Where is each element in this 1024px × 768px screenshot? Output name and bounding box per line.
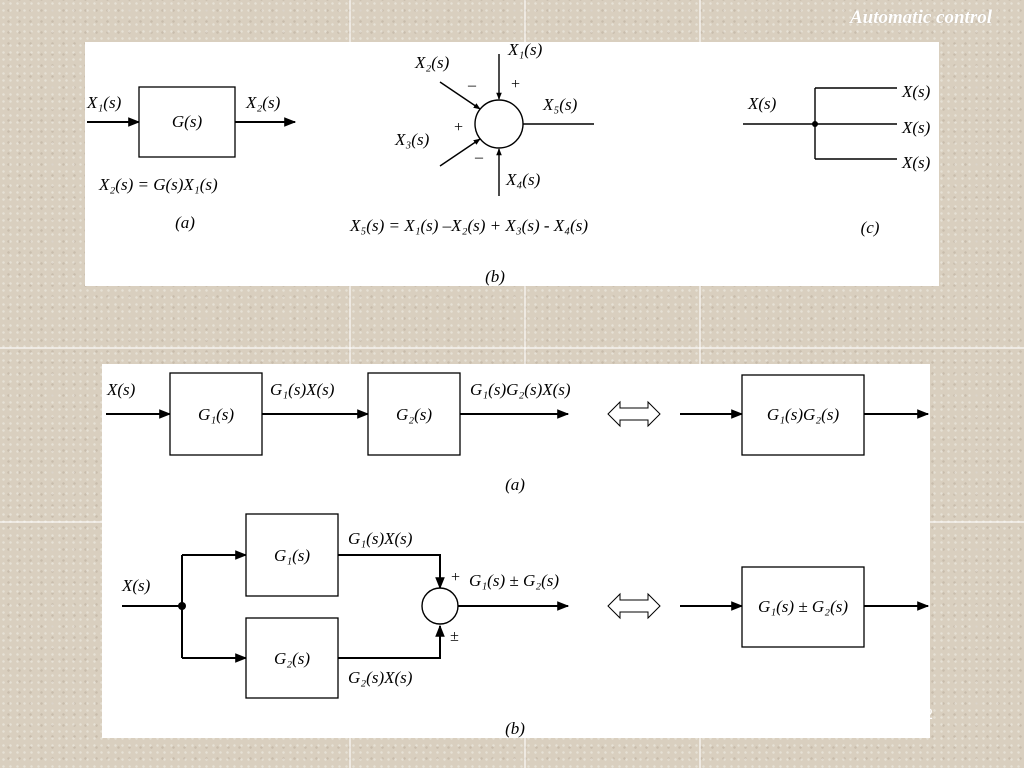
bottom-diagram-panel: X(s) G₁(s) G₁(s)X(s) G₂(s) G₁(s)G₂(s)X(s… — [102, 364, 930, 738]
parallel-equivalent-block — [741, 566, 865, 648]
series-block-2 — [367, 372, 461, 456]
top-diagram-svg: X₁(s) G(s) X₂(s) X₂(s) = G(s)X₁(s) (a) X… — [86, 42, 931, 286]
series-output-label: G₁(s)G₂(s)X(s) — [470, 380, 571, 399]
background-gridline — [0, 347, 1024, 349]
figure-c-branch-point: X(s) X(s) X(s) X(s) (c) — [743, 82, 931, 237]
lower-left-input-label: X₃(s) — [394, 130, 430, 149]
series-equivalent-label: G₁(s)G₂(s) — [767, 405, 840, 424]
caption-bottom-b: (b) — [505, 719, 525, 738]
parallel-block-1-label: G₁(s) — [274, 546, 310, 565]
parallel-sign-lower: ± — [450, 628, 459, 645]
figure-a-block-diagram: X₁(s) G(s) X₂(s) X₂(s) = G(s)X₁(s) (a) — [86, 86, 297, 232]
parallel-output-label: G₁(s) ± G₂(s) — [469, 571, 559, 590]
transfer-block — [138, 86, 236, 158]
top-diagram-panel: X₁(s) G(s) X₂(s) X₂(s) = G(s)X₁(s) (a) X… — [85, 42, 939, 286]
figure-a-series: X(s) G₁(s) G₁(s)X(s) G₂(s) G₁(s)G₂(s)X(s… — [106, 372, 930, 494]
lower-left-input-arrow — [439, 138, 481, 167]
branch-input-label: X(s) — [747, 94, 777, 113]
caption-b: (b) — [485, 267, 505, 286]
sign-lower-left: + — [453, 119, 464, 136]
block-equation: X₂(s) = G(s)X₁(s) — [98, 175, 218, 194]
parallel-upper-to-sum — [338, 554, 445, 590]
parallel-input-label: X(s) — [121, 576, 151, 595]
header-title: Automatic control — [850, 7, 992, 28]
summing-circle — [474, 99, 524, 149]
figure-b-parallel: X(s) G₁(s) G₂(s) G₁(s)X(s) G₂(s)X(s) + ±… — [121, 513, 930, 738]
bottom-diagram-svg: X(s) G₁(s) G₁(s)X(s) G₂(s) G₁(s)G₂(s)X(s… — [106, 372, 930, 738]
sum-equation: X₅(s) = X₁(s) –X₂(s) + X₃(s) - X₄(s) — [349, 216, 588, 235]
bottom-input-label: X₄(s) — [505, 170, 541, 189]
sum-output-label: X₅(s) — [542, 95, 578, 114]
parallel-block-2-label: G₂(s) — [274, 649, 310, 668]
parallel-branch-dot — [178, 602, 186, 610]
upper-left-input-label: X₂(s) — [414, 53, 450, 72]
sign-upper-left: – — [467, 77, 477, 94]
input-label: X₁(s) — [86, 93, 122, 112]
equivalence-double-arrow-icon — [607, 400, 661, 428]
output-label: X₂(s) — [245, 93, 281, 112]
figure-b-summing-junction: X₁(s) X₂(s) X₃(s) X₄(s) X₅(s) + – + – X₅… — [349, 42, 594, 286]
caption-c: (c) — [861, 218, 880, 237]
series-block-1 — [169, 372, 263, 456]
parallel-lower-signal-label: G₂(s)X(s) — [348, 668, 413, 687]
caption-a: (a) — [175, 213, 195, 232]
block-label: G(s) — [172, 112, 203, 131]
caption-bottom-a: (a) — [505, 475, 525, 494]
parallel-lower-to-sum — [338, 624, 445, 659]
top-input-label: X₁(s) — [507, 42, 543, 59]
parallel-summing-circle — [421, 587, 459, 625]
sign-top: + — [510, 76, 521, 93]
branch-dot — [812, 121, 818, 127]
branch-output-label-1: X(s) — [901, 82, 931, 101]
parallel-upper-signal-label: G₁(s)X(s) — [348, 529, 413, 548]
upper-left-input-arrow — [439, 81, 481, 110]
branch-output-label-3: X(s) — [901, 153, 931, 172]
parallel-equivalent-label: G₁(s) ± G₂(s) — [758, 597, 848, 616]
series-input-label: X(s) — [106, 380, 136, 399]
sign-bottom: – — [474, 149, 484, 166]
parallel-block-1 — [245, 513, 339, 597]
branch-output-label-2: X(s) — [901, 118, 931, 137]
series-block-1-label: G₁(s) — [198, 405, 234, 424]
series-equivalent-block — [741, 374, 865, 456]
equivalence-double-arrow-icon — [607, 592, 661, 620]
series-block-2-label: G₂(s) — [396, 405, 432, 424]
series-mid-label: G₁(s)X(s) — [270, 380, 335, 399]
parallel-sign-upper: + — [450, 569, 461, 586]
